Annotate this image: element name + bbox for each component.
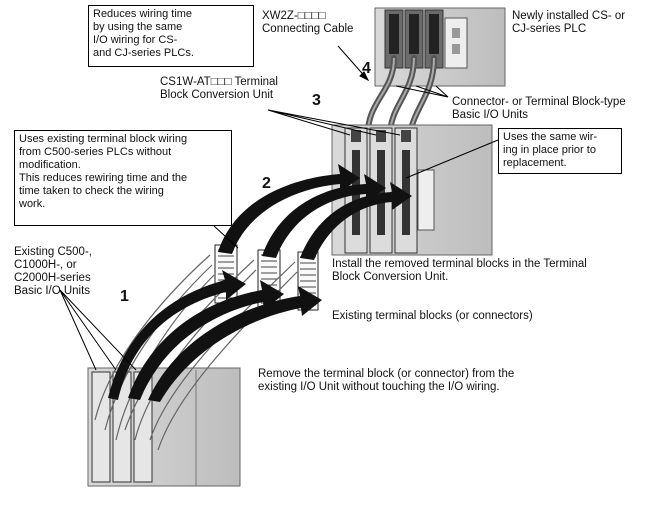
label-conversion-unit: CS1W-AT□□□ Terminal Block Conversion Uni… bbox=[160, 76, 278, 101]
step1-arrows bbox=[108, 270, 322, 402]
step-2-number: 2 bbox=[262, 175, 271, 192]
new-plc-illustration bbox=[374, 7, 506, 87]
step-4-number: 4 bbox=[362, 60, 371, 77]
callout-wiring-time: Reduces wiring time by using the same I/… bbox=[88, 5, 254, 67]
callout-same-wiring: Uses the same wir- ing in place prior to… bbox=[498, 128, 622, 174]
callout-existing-wiring: Uses existing terminal block wiring from… bbox=[14, 130, 232, 226]
step2-arrows bbox=[218, 164, 412, 260]
label-remove-block: Remove the terminal block (or connector)… bbox=[258, 368, 515, 393]
label-existing-terminal-blocks: Existing terminal blocks (or connectors) bbox=[332, 310, 533, 322]
step-1-number: 1 bbox=[120, 288, 129, 305]
label-connecting-cable: XW2Z-□□□□ Connecting Cable bbox=[262, 10, 354, 35]
label-existing-units: Existing C500-, C1000H-, or C2000H-serie… bbox=[14, 246, 92, 297]
leader-lines bbox=[59, 45, 499, 371]
step-3-number: 3 bbox=[312, 92, 321, 109]
label-new-plc: Newly installed CS- or CJ-series PLC bbox=[512, 10, 626, 35]
label-install-blocks: Install the removed terminal blocks in t… bbox=[332, 258, 587, 283]
label-io-units: Connector- or Terminal Block-type Basic … bbox=[452, 96, 626, 121]
